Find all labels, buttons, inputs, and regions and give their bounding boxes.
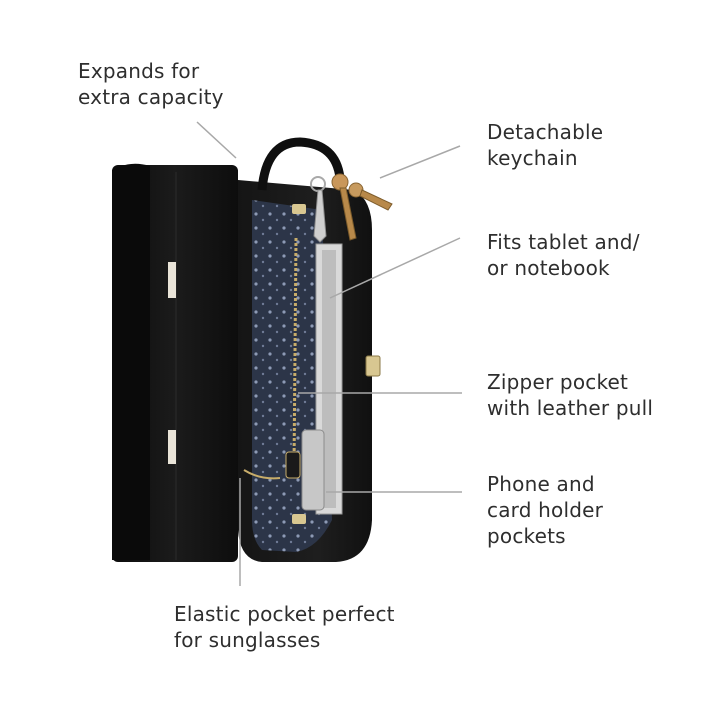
callout-expands-line-1: Expands for [78,59,200,83]
zipper-leather-pull [285,451,301,479]
phone-pocket [301,429,325,511]
callout-expands: Expands for extra capacity [78,58,224,110]
callout-elastic: Elastic pocket perfect for sunglasses [174,601,395,653]
keychain-icon [310,173,393,243]
bag-flap [112,163,238,562]
callout-keychain: Detachable keychain [487,119,603,171]
callout-phone: Phone and card holder pockets [487,471,603,549]
flap-clasp-lower [168,430,176,464]
leader-tablet [329,237,461,299]
callout-elastic-line-1: Elastic pocket perfect [174,602,395,626]
callout-expands-line-2: extra capacity [78,85,224,109]
bottom-clasp [292,514,306,524]
bag-handle [257,137,345,191]
callout-tablet-line-1: Fits tablet and/ [487,230,640,254]
callout-zipper-line-2: with leather pull [487,396,654,420]
leader-keychain [379,145,461,179]
top-clasp [292,204,306,214]
callout-zipper-line-1: Zipper pocket [487,370,629,394]
callout-phone-line-2: card holder [487,498,604,522]
elastic-pocket [243,469,281,480]
callout-zipper: Zipper pocket with leather pull [487,369,653,421]
leader-lines [196,121,462,586]
callout-keychain-line-2: keychain [487,146,578,170]
callout-phone-line-1: Phone and [487,472,595,496]
bag-body [238,180,381,562]
callout-elastic-line-2: for sunglasses [174,628,321,652]
callout-tablet: Fits tablet and/ or notebook [487,229,640,281]
callout-keychain-line-1: Detachable [487,120,604,144]
zipper-track [292,237,298,469]
flap-clasp-upper [168,262,176,298]
leader-expands [196,121,237,159]
side-clasp [365,355,381,377]
callout-tablet-line-2: or notebook [487,256,610,280]
callout-phone-line-3: pockets [487,524,566,548]
